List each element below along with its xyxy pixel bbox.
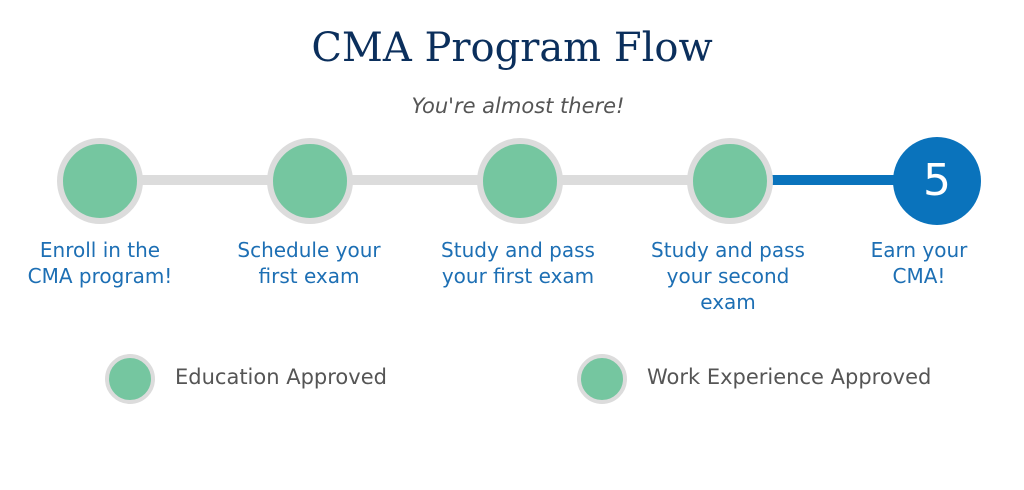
step-3-label: Study and pass your first exam [418, 237, 618, 289]
legend-work-experience-dot [577, 354, 627, 404]
step-3-label-line-1: Study and pass [441, 238, 595, 262]
step-3-label-line-2: your first exam [441, 264, 595, 288]
step-3-circle [477, 138, 563, 224]
page-title: CMA Program Flow [311, 25, 713, 71]
step-4-circle [687, 138, 773, 224]
step-4-label-line-3: exam [700, 290, 756, 314]
step-2-label: Schedule your first exam [209, 237, 409, 289]
step-5-label-line-1: Earn your [870, 238, 968, 262]
step-1-label-line-2: CMA program! [27, 264, 173, 288]
step-2-label-line-1: Schedule your [237, 238, 381, 262]
step-5-label-line-2: CMA! [892, 264, 946, 288]
legend-work-experience-label: Work Experience Approved [647, 365, 932, 389]
connector-2-3 [350, 175, 480, 185]
step-4-label-line-1: Study and pass [651, 238, 805, 262]
step-1-circle [57, 138, 143, 224]
step-4-label: Study and pass your second exam [628, 237, 828, 315]
legend-education-label: Education Approved [175, 365, 387, 389]
step-1-label-line-1: Enroll in the [39, 238, 161, 262]
connector-1-2 [140, 175, 270, 185]
page-subtitle: You're almost there! [411, 94, 625, 118]
connector-3-4 [560, 175, 690, 185]
step-2-label-line-2: first exam [258, 264, 360, 288]
step-2-circle [267, 138, 353, 224]
connector-4-5 [770, 175, 900, 185]
step-5-circle: 5 [893, 137, 981, 225]
step-4-label-line-2: your second [666, 264, 790, 288]
step-5-label: Earn your CMA! [819, 237, 1019, 289]
legend-education-dot [105, 354, 155, 404]
step-1-label: Enroll in the CMA program! [0, 237, 200, 289]
